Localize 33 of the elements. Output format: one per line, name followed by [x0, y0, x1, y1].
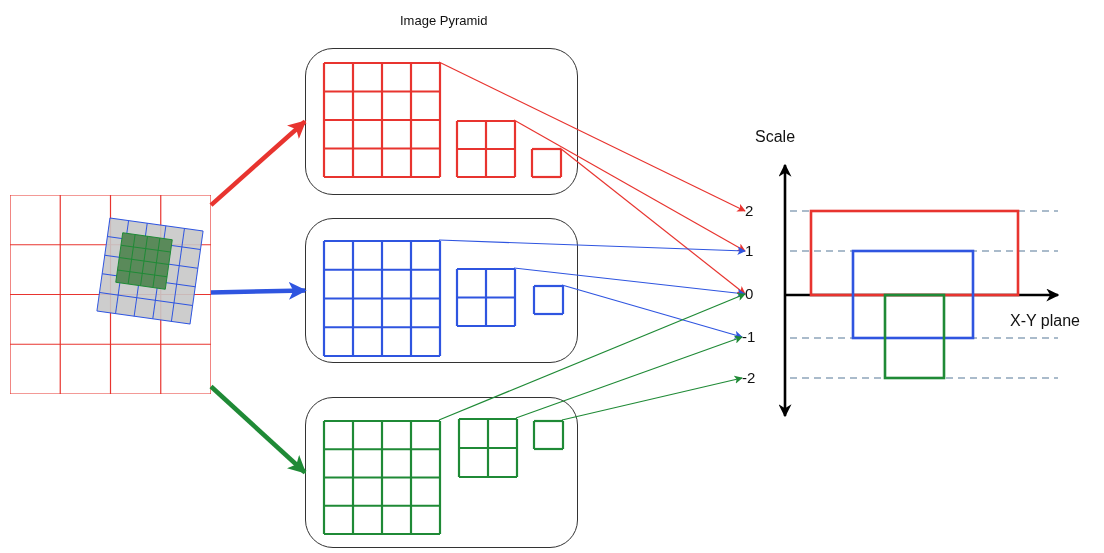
arrow [438, 293, 746, 421]
scale-level-label: 2 [745, 202, 761, 220]
grid-drawing [457, 269, 515, 326]
arrow [438, 239, 746, 255]
image-grid-drawing [10, 195, 211, 394]
arrow [210, 281, 307, 300]
arrow [209, 384, 307, 475]
grid-drawing [459, 419, 517, 477]
grid-drawing [534, 286, 563, 314]
grid-drawing [534, 421, 563, 449]
grid-drawing [324, 421, 440, 534]
grid-drawing [324, 63, 440, 177]
scale-level-label: 0 [745, 285, 761, 303]
grid-drawing [324, 241, 440, 356]
scale-level-label: -2 [742, 369, 761, 387]
arrow [513, 267, 746, 298]
scale-level-label: 1 [745, 242, 761, 260]
arrow [209, 119, 307, 207]
arrow [513, 119, 746, 252]
axis-label: X-Y plane [1010, 312, 1080, 330]
arrow [438, 61, 746, 212]
grid-drawing [532, 149, 561, 177]
grid-drawing [457, 121, 515, 177]
arrow [559, 147, 746, 295]
arrow [561, 284, 743, 339]
pyramid-panel [305, 397, 578, 548]
axis-label: Scale [755, 128, 796, 146]
arrow [515, 335, 743, 419]
title: Image Pyramid [400, 12, 488, 30]
pyramid-panel [305, 218, 578, 363]
arrow [561, 375, 743, 421]
scale-level-label: -1 [742, 328, 761, 346]
pyramid-panel [305, 48, 578, 195]
